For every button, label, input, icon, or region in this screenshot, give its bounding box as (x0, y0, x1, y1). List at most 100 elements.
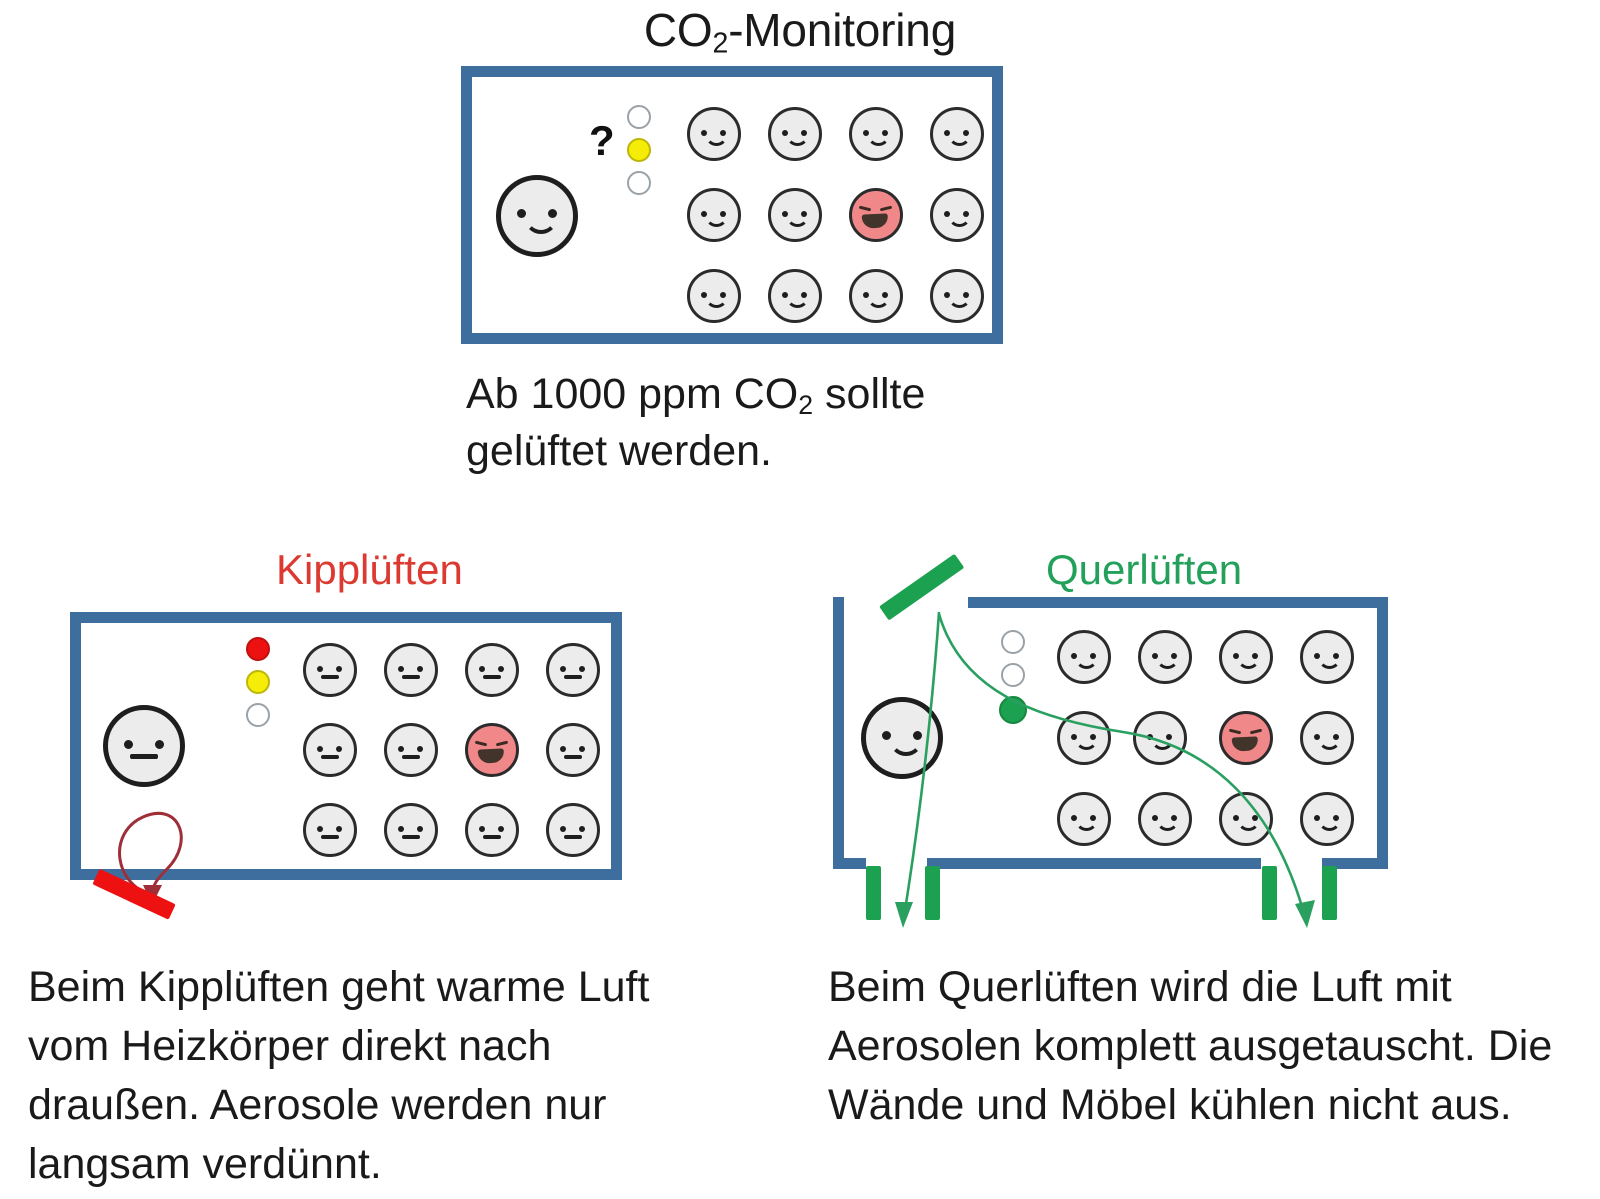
pupil-face-smile (1138, 630, 1192, 684)
eye-right (155, 740, 164, 749)
pupil-face-neutral (546, 643, 600, 697)
pupil-face-neutral (546, 803, 600, 857)
pupil-face-smile (687, 107, 741, 161)
eye-left (863, 292, 869, 298)
pupil-face-smile (1057, 792, 1111, 846)
eye-left (1314, 734, 1320, 740)
mouth-smile (705, 134, 728, 146)
mouth-smile (1237, 657, 1260, 669)
teacher-face-smile (496, 175, 578, 257)
pupil-face-smile (849, 107, 903, 161)
eye-left (944, 292, 950, 298)
eye-left (317, 746, 323, 752)
eye-right (1333, 653, 1339, 659)
mouth-smile (1075, 819, 1098, 831)
pupil-face-smile (849, 269, 903, 323)
eye-left (944, 211, 950, 217)
pupil-face-smile (1057, 630, 1111, 684)
eye-left (882, 731, 891, 740)
eye-left (1314, 653, 1320, 659)
pupil-face-neutral (303, 803, 357, 857)
eye-right (498, 666, 504, 672)
eye-right (1333, 734, 1339, 740)
eye-right (882, 130, 888, 136)
pupil-face-neutral (465, 803, 519, 857)
eye-left (782, 292, 788, 298)
question-mark-label: ? (589, 117, 615, 164)
eye-right (801, 130, 807, 136)
pupil-face-smile (1057, 711, 1111, 765)
eye-left (560, 666, 566, 672)
mouth-smile (1075, 657, 1098, 669)
mouth-smile (948, 296, 971, 308)
eye-right (336, 666, 342, 672)
mouth-sad-open (861, 213, 889, 229)
eye-left (479, 826, 485, 832)
traffic-light-green-on (999, 696, 1027, 724)
mouth-smile (1156, 657, 1179, 669)
mouth-smile (1318, 657, 1341, 669)
pupil-face-neutral (303, 723, 357, 777)
mouth-smile (1318, 738, 1341, 750)
eye-right (336, 826, 342, 832)
teacher-face-smile (861, 697, 943, 779)
room-wall-bottom-left-quer (833, 858, 866, 869)
pupil-face-neutral (384, 723, 438, 777)
mouth-flat (321, 675, 339, 679)
eye-right (336, 746, 342, 752)
mouth-flat (402, 755, 420, 759)
brow-left (474, 740, 488, 747)
mouth-flat (130, 754, 158, 759)
traffic-light-yellow-on (627, 138, 651, 162)
eye-right (882, 292, 888, 298)
brow-right (879, 205, 893, 212)
eye-left (560, 746, 566, 752)
mouth-smile (705, 215, 728, 227)
mouth-flat (402, 675, 420, 679)
eye-left (782, 130, 788, 136)
traffic-light-green-off (246, 703, 270, 727)
mouth-flat (321, 755, 339, 759)
eye-right (579, 666, 585, 672)
pupil-face-sick (1219, 711, 1273, 765)
eye-left (782, 211, 788, 217)
pupil-face-smile (930, 188, 984, 242)
eye-left (398, 826, 404, 832)
mouth-flat (483, 835, 501, 839)
panel-title-kipplueften: Kipplüften (276, 546, 463, 593)
eye-right (579, 826, 585, 832)
traffic-light-red-off (627, 105, 651, 129)
mouth-smile (786, 296, 809, 308)
eye-left (1314, 815, 1320, 821)
mouth-smile (1237, 819, 1260, 831)
eye-right (579, 746, 585, 752)
pupil-face-smile (1300, 711, 1354, 765)
eye-right (720, 130, 726, 136)
eye-right (963, 211, 969, 217)
panel-title-querlueften: Querlüften (1046, 546, 1243, 593)
eye-left (863, 130, 869, 136)
traffic-light-green-off (627, 171, 651, 195)
pupil-face-smile (687, 188, 741, 242)
pupil-face-neutral (303, 643, 357, 697)
mouth-flat (321, 835, 339, 839)
pupil-face-smile (1219, 792, 1273, 846)
pupil-face-smile (1300, 630, 1354, 684)
mouth-smile (786, 215, 809, 227)
eye-left (701, 130, 707, 136)
mouth-flat (564, 835, 582, 839)
caption-line1-after: sollte (813, 370, 926, 418)
eye-right (417, 746, 423, 752)
pupil-face-smile (1300, 792, 1354, 846)
mouth-flat (564, 675, 582, 679)
description-querlueften: Beim Querlüften wird die Luft mit Aeroso… (828, 963, 1553, 1129)
pupil-face-smile (687, 269, 741, 323)
room-wall-left-quer (833, 597, 844, 869)
eye-right (417, 826, 423, 832)
mouth-smile (1151, 738, 1174, 750)
pupil-face-smile (1219, 630, 1273, 684)
pupil-face-smile (768, 188, 822, 242)
open-window-pane-left-a (866, 866, 881, 920)
pupil-face-smile (930, 107, 984, 161)
room-diagram-monitoring: ? (461, 66, 1003, 344)
